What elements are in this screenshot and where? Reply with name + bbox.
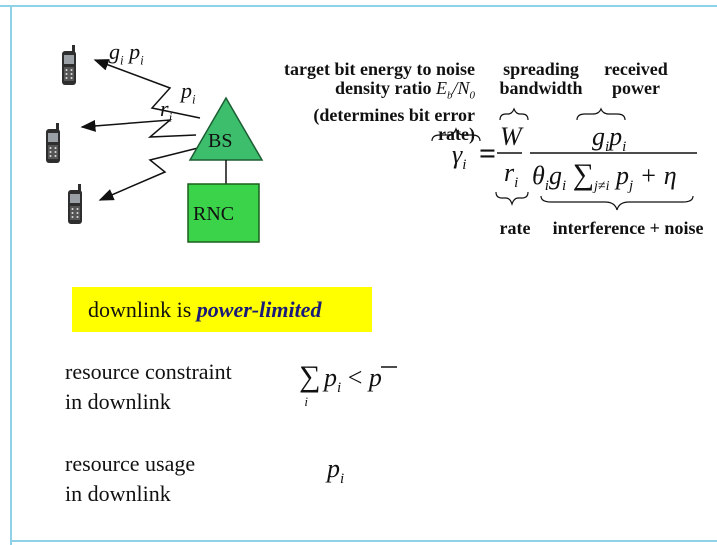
link-label-r: ri xyxy=(160,96,173,125)
radio-link-3 xyxy=(98,147,199,201)
bs-label: BS xyxy=(208,130,233,152)
brace-gamma xyxy=(431,127,481,142)
mobile-phone-icon xyxy=(68,184,82,224)
received-annotation: received power xyxy=(604,59,668,98)
gamma-symbol: γi xyxy=(452,140,467,174)
radio-link-1 xyxy=(93,59,201,119)
radio-link-2 xyxy=(80,119,197,138)
link-label-gp: gi pi xyxy=(109,39,144,68)
usage-formula: pi xyxy=(327,454,345,488)
equals-sign: = xyxy=(479,137,497,170)
highlight-box xyxy=(72,287,372,332)
rnc-label: RNC xyxy=(193,203,235,225)
spreading-annotation: spreading bandwidth xyxy=(499,59,583,98)
target-annotation: target bit energy to noise density ratio… xyxy=(284,59,475,144)
rnc-box xyxy=(187,183,260,243)
usage-label: resource usage in downlink xyxy=(65,451,196,506)
constraint-label: resource constraint in downlink xyxy=(65,359,232,414)
numerator-gp: gipi xyxy=(592,122,627,156)
brace-W xyxy=(499,107,529,121)
link-label-p: pi xyxy=(181,78,196,107)
denominator: θigi ∑j≠i pj + η xyxy=(532,158,677,195)
brace-gp xyxy=(576,107,626,121)
frame-bottom-line xyxy=(10,540,717,542)
brace-interference xyxy=(540,195,694,211)
rate-r: ri xyxy=(504,158,519,192)
rate-annotation: rate xyxy=(499,218,531,238)
highlight-text: downlink is power-limited xyxy=(88,297,322,322)
spreading-W: W xyxy=(500,122,522,151)
frame-top-line xyxy=(0,5,717,7)
frame-left-line xyxy=(10,5,12,545)
mobile-phone-icon xyxy=(62,45,76,85)
brace-rate xyxy=(495,191,529,206)
interference-annotation: interference + noise xyxy=(552,218,704,238)
constraint-formula: ∑ipi < p xyxy=(299,360,382,410)
mobile-phone-icon xyxy=(46,123,60,163)
